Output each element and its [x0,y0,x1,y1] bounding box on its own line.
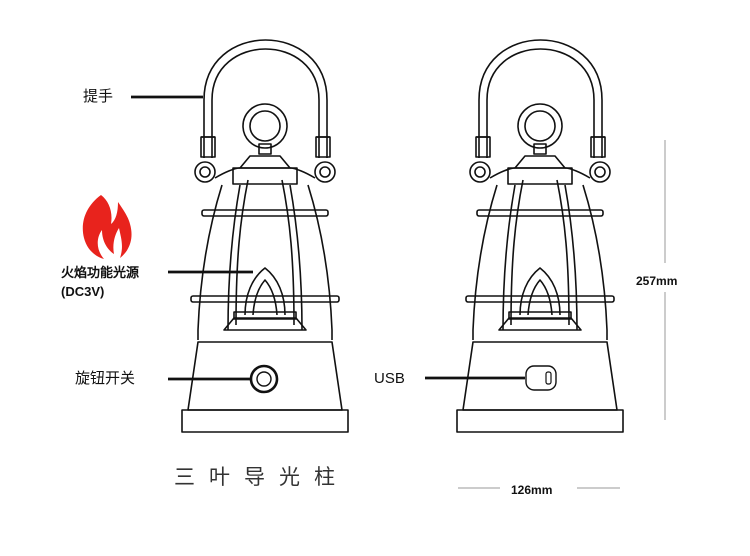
flame-icon [82,195,132,259]
knob-switch-icon [249,364,279,394]
handle-label: 提手 [83,88,114,105]
usb-label: USB [374,370,405,387]
width-dimension-label: 126mm [511,483,553,497]
flame-voltage-label: (DC3V) [61,284,105,299]
height-dimension-label: 257mm [636,274,678,288]
flame-source-label: 火焰功能光源 [61,265,140,280]
knob-switch-label: 旋钮开关 [75,370,136,387]
caption-three-leaf-light-guide: 三叶导光柱 [174,466,349,489]
